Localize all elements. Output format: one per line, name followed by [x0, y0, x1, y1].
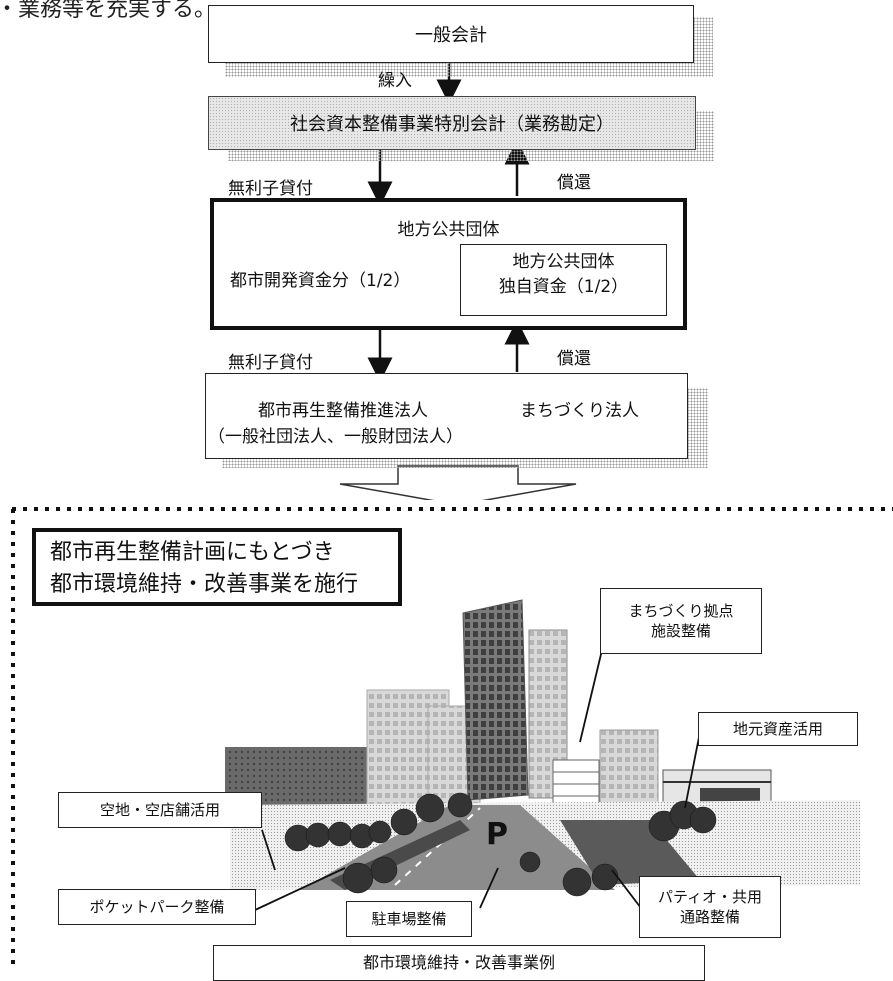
example-frame	[11, 507, 893, 966]
callout-pocket-park-label: ポケットパーク整備	[89, 897, 225, 916]
headline-line2: 都市環境維持・改善事業を施行	[50, 571, 359, 597]
callout-pocket-park: ポケットパーク整備	[58, 889, 256, 925]
repayment-label-2: 償還	[557, 349, 591, 369]
corporation-name-a: 都市再生整備推進法人	[258, 401, 428, 421]
local-government-box: 地方公共団体 都市開発資金分（1/2） 地方公共団体 独自資金（1/2）	[210, 198, 687, 330]
callout-parking-label: 駐車場整備	[371, 909, 447, 928]
striped-building	[552, 759, 600, 811]
callout-local-assets-label: 地元資産活用	[732, 719, 823, 738]
callout-local-assets: 地元資産活用	[698, 712, 858, 746]
callout-leaders	[254, 649, 701, 913]
caption-box: 都市環境維持・改善事業例	[213, 945, 705, 981]
general-account-label: 一般会計	[415, 25, 487, 46]
corporation-types: （一般社団法人、一般財団法人）	[208, 427, 463, 447]
transfer-label: 繰入	[378, 71, 412, 91]
headline-line1: 都市再生整備計画にもとづき	[50, 540, 335, 565]
interest-free-loan-label-1: 無利子貸付	[228, 179, 313, 199]
corporation-box: 都市再生整備推進法人 まちづくり法人 （一般社団法人、一般財団法人）	[205, 373, 688, 459]
headline-box: 都市再生整備計画にもとづき 都市環境維持・改善事業を施行	[32, 528, 402, 606]
caption-label: 都市環境維持・改善事業例	[362, 953, 555, 973]
callout-patio: パティオ・共用 通路整備	[639, 876, 781, 938]
general-account-box: 一般会計	[208, 5, 694, 63]
parking-sign: P	[486, 817, 508, 852]
tall-tower	[462, 599, 529, 801]
callout-parking: 駐車場整備	[346, 901, 472, 937]
callout-town-hub-line1: まちづくり拠点	[628, 601, 734, 620]
top-fragment-text: ・業務等を充実する。	[0, 0, 217, 22]
callout-town-hub-line2: 施設整備	[650, 622, 711, 640]
hollow-down-arrow	[339, 465, 577, 500]
own-fund-box: 地方公共団体 独自資金（1/2）	[460, 244, 667, 316]
callout-vacant-land-label: 空地・空店舗活用	[99, 800, 220, 819]
right-grey-building	[599, 729, 659, 811]
own-fund-line1: 地方公共団体	[512, 252, 615, 272]
callout-town-hub: まちづくり拠点 施設整備	[600, 588, 762, 654]
own-fund-line2: 独自資金（1/2）	[498, 276, 629, 297]
corporation-name-b: まちづくり法人	[520, 401, 639, 421]
urban-fund-share: 都市開発資金分（1/2）	[230, 271, 411, 291]
interest-free-loan-label-2: 無利子貸付	[228, 353, 313, 373]
callout-patio-line1: パティオ・共用	[657, 887, 763, 906]
callout-patio-line2: 通路整備	[679, 908, 740, 926]
repayment-label-1: 償還	[557, 173, 591, 193]
local-government-title: 地方公共団体	[397, 220, 500, 240]
special-account-label: 社会資本整備事業特別会計（業務勘定）	[290, 114, 614, 135]
special-account-box: 社会資本整備事業特別会計（業務勘定）	[208, 96, 696, 150]
callout-vacant-land: 空地・空店舗活用	[58, 792, 262, 828]
flow-arrows	[339, 62, 577, 500]
